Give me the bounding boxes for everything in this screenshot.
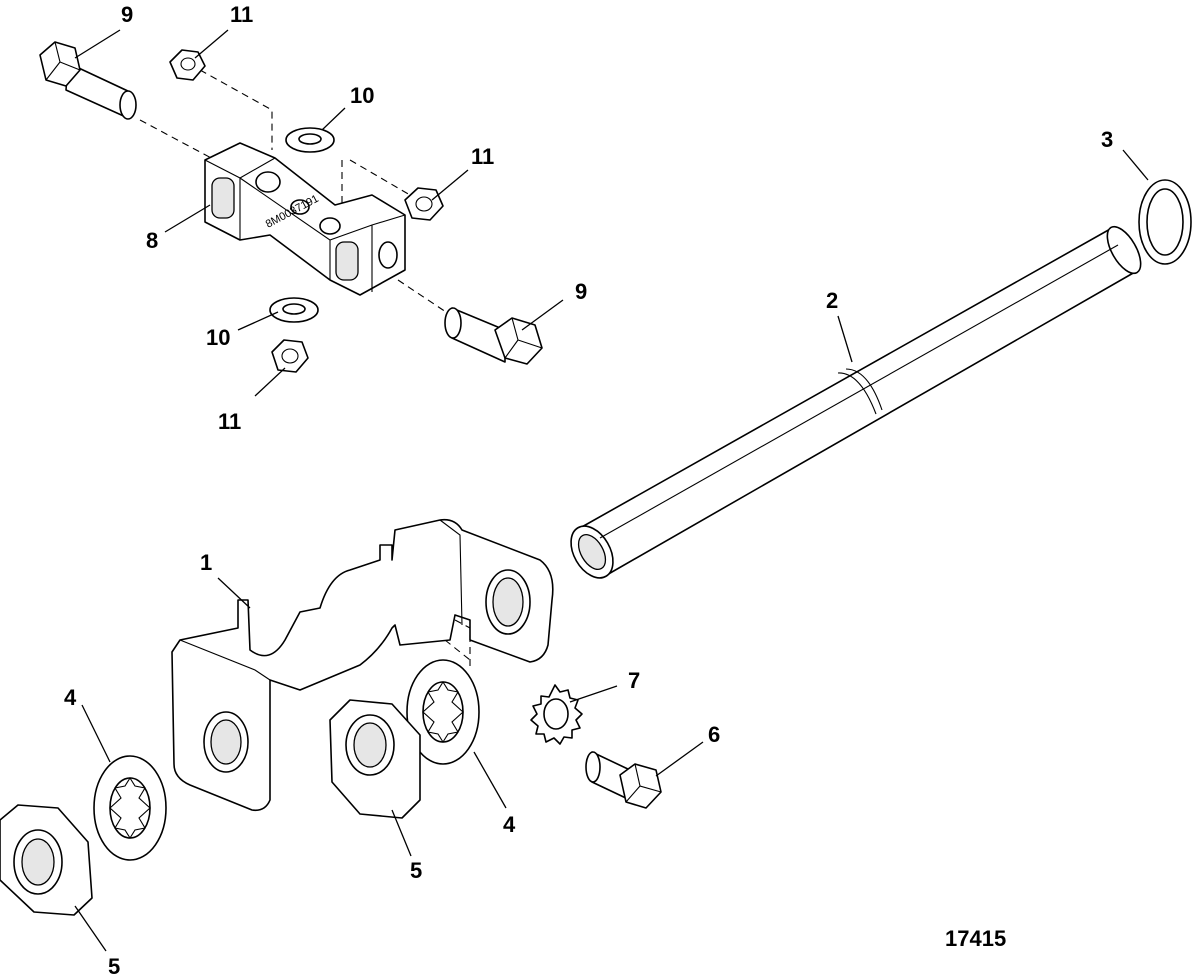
bolt-6 <box>585 751 662 809</box>
callout-11-top: 11 <box>230 2 253 27</box>
lock-washer-4-right <box>406 659 480 765</box>
callout-2: 2 <box>826 288 838 313</box>
callout-3: 3 <box>1101 127 1113 152</box>
callout-5-bot: 5 <box>108 954 120 976</box>
nut-11-mid <box>404 187 444 221</box>
callout-11-mid: 11 <box>471 144 494 169</box>
star-washer-7 <box>530 684 583 745</box>
callout-5-mid: 5 <box>410 858 422 883</box>
leader-lines <box>74 29 1149 952</box>
tube-2 <box>570 225 1142 579</box>
ring-3 <box>1138 179 1192 265</box>
bracket-1 <box>171 518 554 812</box>
callout-4-left: 4 <box>64 685 77 710</box>
callout-10-top: 10 <box>350 83 374 108</box>
callouts: 9 11 10 11 8 9 10 11 3 2 1 7 6 4 4 5 5 <box>64 2 1113 976</box>
callout-1: 1 <box>200 550 212 575</box>
callout-7: 7 <box>628 668 640 693</box>
nut-5-bot <box>0 804 93 916</box>
callout-8: 8 <box>146 228 158 253</box>
callout-9-mid: 9 <box>575 279 587 304</box>
nut-5-mid <box>329 699 421 819</box>
lock-washer-4-left <box>93 755 167 861</box>
clamp-block-8: 8M0037191 <box>204 142 406 296</box>
callout-6: 6 <box>708 722 720 747</box>
callout-9-top: 9 <box>121 2 133 27</box>
nut-11-bot <box>271 339 309 373</box>
callout-10-bot: 10 <box>206 325 230 350</box>
bolt-9-top <box>39 41 137 120</box>
callout-4-right: 4 <box>503 812 516 837</box>
callout-11-bot: 11 <box>218 409 241 434</box>
washer-10-top <box>285 127 335 153</box>
drawing-number: 17415 <box>945 926 1006 951</box>
bolt-9-mid <box>444 307 543 365</box>
washer-10-bot <box>269 297 319 323</box>
